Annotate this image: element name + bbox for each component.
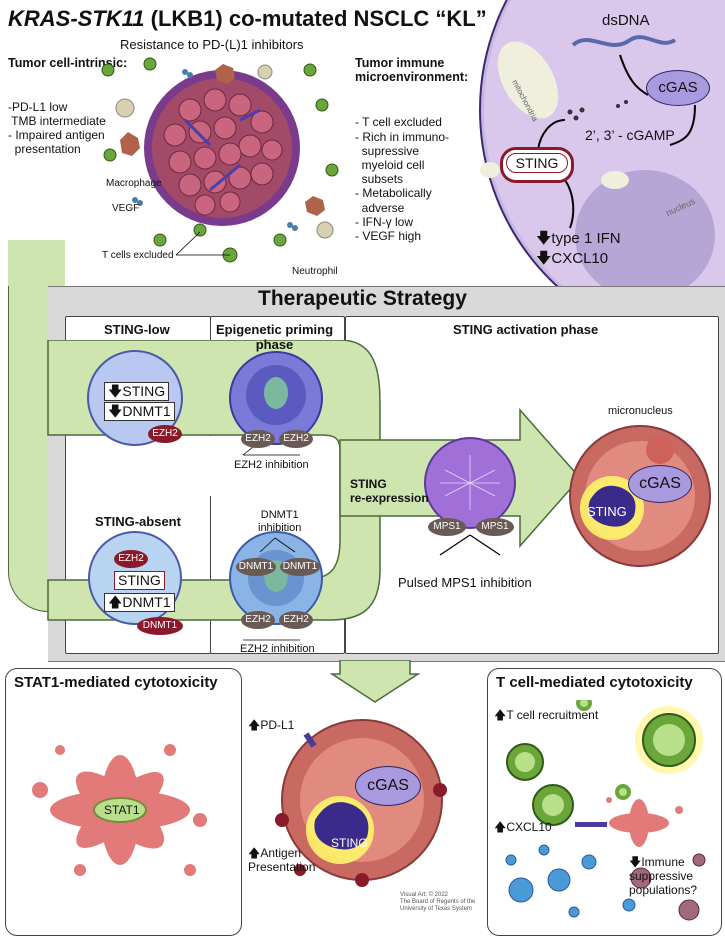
ezh2-protein: EZH2 xyxy=(148,425,182,443)
mps1-protein-b: MPS1 xyxy=(476,518,514,536)
dnmt1-protein-primed-a: DNMT1 xyxy=(236,558,276,576)
stat1-burst xyxy=(32,744,207,876)
macrophage-cell xyxy=(120,132,140,156)
sting-absent-dnmt1-box: 🡅DNMT1 xyxy=(104,593,175,612)
ezh2-protein-primed-a: EZH2 xyxy=(241,430,275,448)
sting-protein-label: STING xyxy=(587,504,627,519)
macrophage-label: Macrophage xyxy=(106,178,162,189)
green-flow-band xyxy=(8,240,49,612)
ezh2-protein-primed-c: EZH2 xyxy=(241,611,275,629)
sting-absent-title: STING-absent xyxy=(95,514,181,529)
dsdna-helix xyxy=(571,35,677,47)
cgas-node: cGAS xyxy=(646,70,710,106)
microenv-list: - T cell excluded- Rich in immuno- supre… xyxy=(355,115,450,244)
sting-cluster xyxy=(588,485,636,527)
pulsed-mps1-label: Pulsed MPS1 inhibition xyxy=(398,575,532,590)
ezh2-protein-primed-d: EZH2 xyxy=(279,611,313,629)
sting-low-dnmt1-box: 🡇DNMT1 xyxy=(104,402,175,421)
ezh2-protein-absent: EZH2 xyxy=(114,550,148,568)
cgamp-label: 2’, 3’ - cGAMP xyxy=(585,127,675,143)
intrinsic-list: -PD-L1 low TMB intermediate- Impaired an… xyxy=(8,100,106,156)
strategy-title: Therapeutic Strategy xyxy=(258,287,467,310)
micronucleus-shape xyxy=(646,436,674,464)
ezh2-inhibition-label: EZH2 inhibition xyxy=(234,459,309,471)
vegf-label: VEGF xyxy=(112,203,140,214)
cgas-final: cGAS xyxy=(355,766,421,806)
down-arrow xyxy=(330,660,420,703)
cgas-protein: cGAS xyxy=(628,465,692,503)
tcell-title: T cell-mediated cytotoxicity xyxy=(496,674,693,691)
sting-low-title: STING-low xyxy=(104,322,170,337)
sting-absent-sting-box: STING xyxy=(114,571,165,590)
cxcl10-bottom-label: 🡅CXCL10 xyxy=(494,820,552,834)
neutrophil-label: Neutrophil xyxy=(292,266,338,277)
stat1-title: STAT1-mediated cytotoxicity xyxy=(14,674,218,691)
sting-node: STING xyxy=(500,147,574,183)
tcell-illustration xyxy=(505,700,706,921)
cxcl10-label: 🡇CXCL10 xyxy=(536,250,609,267)
type1-ifn-label: 🡇type 1 IFN xyxy=(536,230,621,247)
pdl1-label: 🡅PD-L1 xyxy=(248,718,295,732)
t-cells-label: T cells excluded xyxy=(102,250,174,261)
ezh2-protein-primed-b: EZH2 xyxy=(279,430,313,448)
stat1-label: STAT1 xyxy=(104,803,140,817)
sting-final-label: STING xyxy=(331,836,368,850)
mps1-protein-a: MPS1 xyxy=(428,518,466,536)
page-title: KRAS-STK11 (LKB1) co-mutated NSCLC “KL” xyxy=(8,6,487,31)
dnmt1-protein-absent: DNMT1 xyxy=(137,617,183,635)
green-band-top xyxy=(8,240,65,286)
intrinsic-heading: Tumor cell-intrinsic: xyxy=(8,56,128,70)
tumor-microenvironment-illustration xyxy=(101,57,339,263)
subtitle: Resistance to PD-(L)1 inhibitors xyxy=(120,37,304,52)
recruit-label: 🡅T cell recruitment xyxy=(494,708,599,722)
nucleus-shape xyxy=(575,170,715,290)
micronucleus-label: micronucleus xyxy=(608,405,673,417)
ezh2-inhibition-label-2: EZH2 inhibition xyxy=(240,643,315,655)
mitochondria-shape xyxy=(497,41,559,119)
dsdna-label: dsDNA xyxy=(602,12,650,29)
activation-title: STING activation phase xyxy=(453,322,599,337)
dnmt1-protein-primed-b: DNMT1 xyxy=(280,558,320,576)
sting-low-sting-box: 🡇STING xyxy=(104,382,170,401)
